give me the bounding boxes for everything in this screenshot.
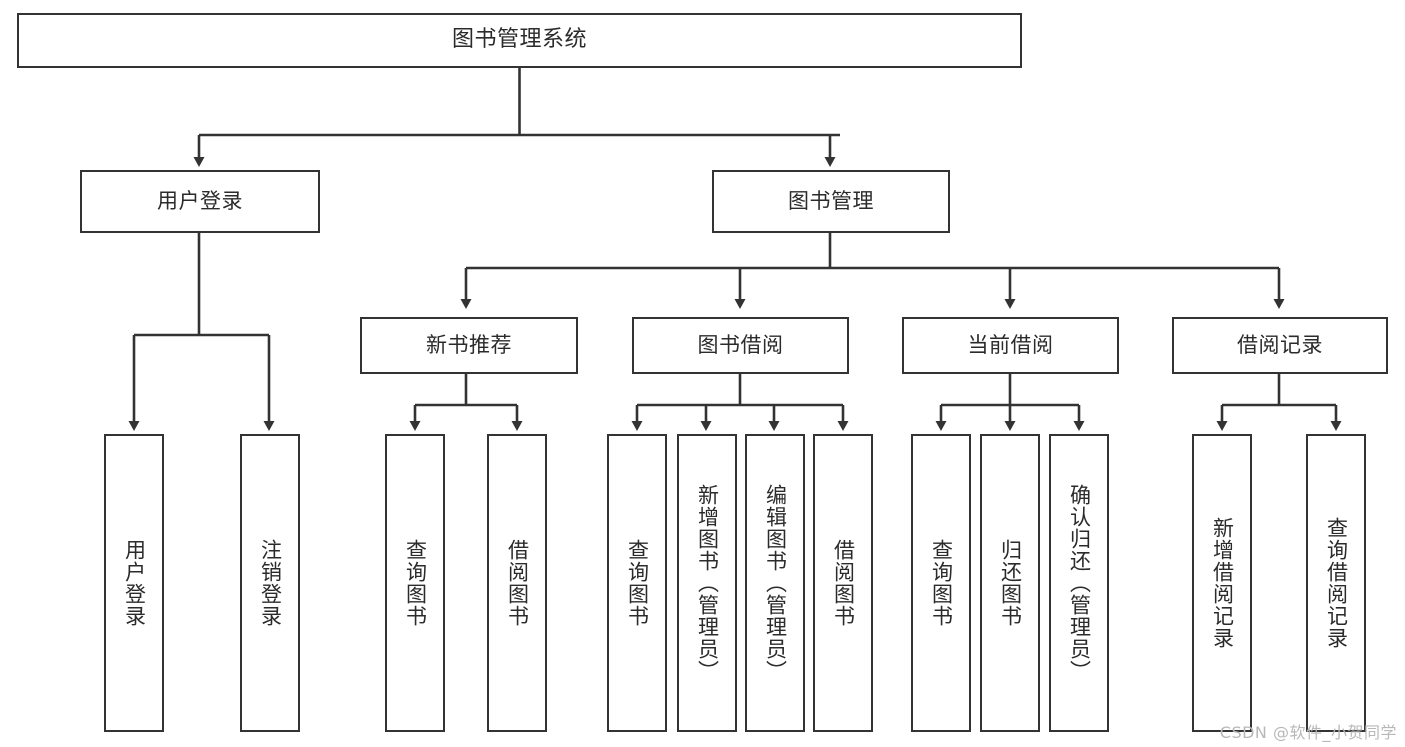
leaf-query-record-label: 查询借阅记录: [1324, 517, 1349, 649]
node-borrow-record[interactable]: 借阅记录: [1172, 317, 1388, 374]
leaf-edit-book-label: 编辑图书（管理员）: [763, 484, 788, 682]
leaf-query-book-1[interactable]: 查询图书: [385, 434, 445, 732]
leaf-add-record[interactable]: 新增借阅记录: [1192, 434, 1252, 732]
leaf-edit-book[interactable]: 编辑图书（管理员）: [745, 434, 805, 732]
node-user-login[interactable]: 用户登录: [80, 170, 320, 233]
leaf-add-book-label: 新增图书（管理员）: [695, 484, 720, 682]
node-book-management[interactable]: 图书管理: [712, 170, 950, 233]
leaf-query-book-3[interactable]: 查询图书: [911, 434, 971, 732]
leaf-query-book-3-label: 查询图书: [929, 539, 954, 627]
node-book-borrow[interactable]: 图书借阅: [632, 317, 849, 374]
leaf-confirm-return-label: 确认归还（管理员）: [1067, 484, 1092, 682]
leaf-borrow-book-1-label: 借阅图书: [505, 539, 530, 627]
leaf-borrow-book-2-label: 借阅图书: [831, 539, 856, 627]
leaf-user-login-label: 用户登录: [122, 539, 147, 627]
leaf-add-book[interactable]: 新增图书（管理员）: [677, 434, 737, 732]
leaf-user-logout-label: 注销登录: [258, 539, 283, 627]
csdn-watermark: CSDN @软件_小贺同学: [1219, 723, 1397, 742]
leaf-query-book-2[interactable]: 查询图书: [607, 434, 667, 732]
leaf-query-book-1-label: 查询图书: [403, 539, 428, 627]
leaf-confirm-return[interactable]: 确认归还（管理员）: [1049, 434, 1109, 732]
leaf-return-book[interactable]: 归还图书: [980, 434, 1040, 732]
leaf-query-record[interactable]: 查询借阅记录: [1306, 434, 1366, 732]
leaf-borrow-book-1[interactable]: 借阅图书: [487, 434, 547, 732]
leaf-user-login[interactable]: 用户登录: [104, 434, 164, 732]
leaf-return-book-label: 归还图书: [998, 539, 1023, 627]
node-root[interactable]: 图书管理系统: [17, 13, 1022, 68]
leaf-borrow-book-2[interactable]: 借阅图书: [813, 434, 873, 732]
node-current-borrow[interactable]: 当前借阅: [902, 317, 1119, 374]
node-new-book-recommend[interactable]: 新书推荐: [360, 317, 578, 374]
leaf-add-record-label: 新增借阅记录: [1210, 517, 1235, 649]
leaf-user-logout[interactable]: 注销登录: [240, 434, 300, 732]
leaf-query-book-2-label: 查询图书: [625, 539, 650, 627]
